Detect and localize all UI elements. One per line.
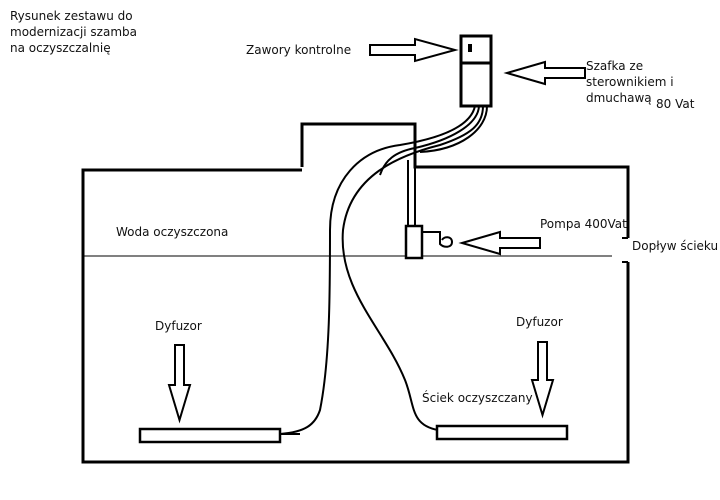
diffuser-right-bar [435,424,569,441]
diffuser-left-bar [138,427,282,444]
label-sewage: Ściek oczyszczany [422,391,533,405]
control-cabinet [459,34,493,108]
label-diffuser-right: Dyfuzor [516,315,563,329]
air-hoses [279,105,488,435]
label-clean-water: Woda oczyszczona [116,225,229,239]
arrow-diffuser-right [530,341,555,419]
inflow-opening [622,237,628,263]
label-inflow: Dopływ ścieku [632,239,719,253]
label-diffuser-left: Dyfuzor [155,319,202,333]
label-pump: Pompa 400Vat [540,217,627,231]
tank-outline [81,122,630,464]
label-cabinet: Szafka ze sterownikiem i dmuchawą [586,59,674,106]
arrow-diffuser-left [167,344,192,424]
diagram-title: Rysunek zestawu do modernizacji szamba n… [10,9,137,56]
arrow-pump [458,230,541,256]
arrow-cabinet [503,60,586,86]
pump [404,224,454,260]
label-valves: Zawory kontrolne [246,43,352,57]
arrow-valves [369,37,459,63]
label-cabinet-power: 80 Vat [656,97,695,111]
